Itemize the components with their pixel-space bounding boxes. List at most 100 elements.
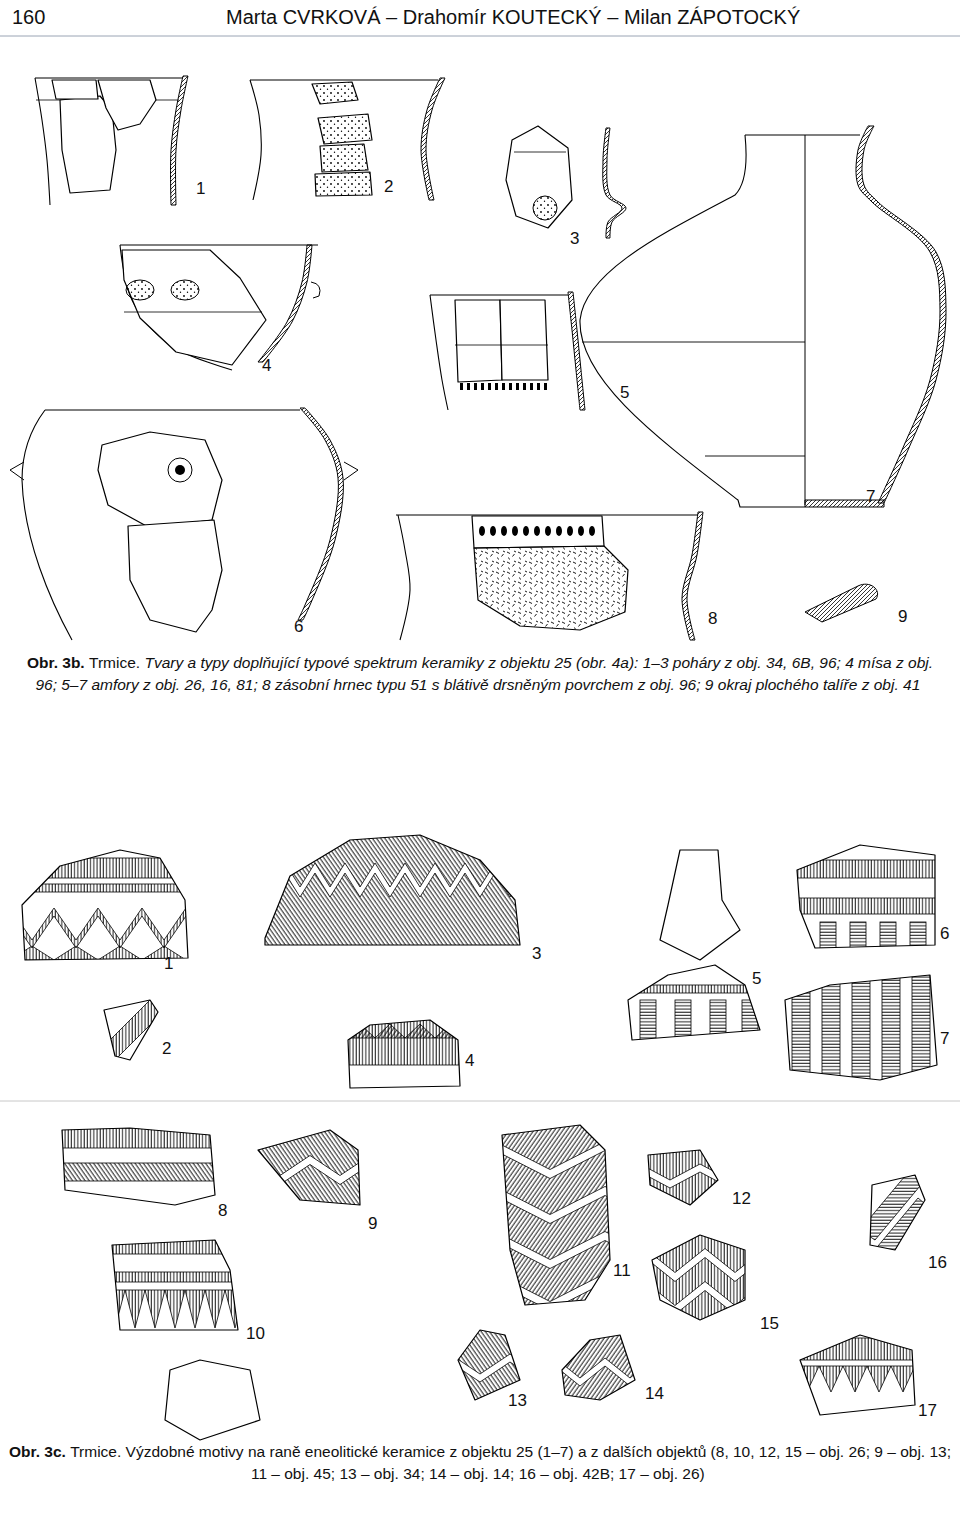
finger-impression <box>534 526 540 536</box>
figure-number: 14 <box>645 1385 664 1404</box>
sherd-outline <box>472 516 604 548</box>
rim-line <box>430 294 568 295</box>
sherd-decoration <box>165 1360 260 1440</box>
stamp-mark <box>537 383 540 390</box>
sherd-outline <box>312 82 358 104</box>
sherd-outline <box>500 300 548 380</box>
sherd-outline <box>562 1335 635 1400</box>
ornament-band <box>852 970 870 1085</box>
ornament-band <box>880 922 896 952</box>
sherd-decoration <box>315 172 372 196</box>
caption-text: Výzdobné motivy na raně eneolitické kera… <box>126 1443 951 1482</box>
sherd-decoration <box>55 1128 220 1205</box>
sherd-outline <box>455 300 502 382</box>
ornament-band <box>0 884 200 892</box>
stamp-mark <box>530 383 533 390</box>
ornament-band <box>55 1128 220 1148</box>
stamp-mark <box>460 383 463 390</box>
wall-section <box>805 584 878 622</box>
sherd-outline <box>315 172 372 196</box>
knob <box>533 196 557 220</box>
stamp-mark <box>544 383 547 390</box>
figure-number: 6 <box>294 618 303 637</box>
finger-impression <box>589 526 595 536</box>
figure-number: 4 <box>465 1052 474 1071</box>
finger-impression <box>512 526 518 536</box>
sherd-outline <box>660 850 740 960</box>
figure-number: 2 <box>162 1040 171 1059</box>
caption-place: Trmice. <box>89 654 140 671</box>
vessel-outline <box>35 78 50 205</box>
ornament-band <box>790 898 940 914</box>
caption-text: Tvary a typy doplňující typové spektrum … <box>35 654 933 693</box>
sherd-outline <box>258 1130 360 1205</box>
sherd-outline <box>458 1330 520 1400</box>
stamp-mark <box>495 383 498 390</box>
sherd-decoration <box>250 830 555 950</box>
figure-caption: Obr. 3c.Trmice.Výzdobné motivy na raně e… <box>6 1441 954 1485</box>
zigzag-ornament <box>645 1282 795 1315</box>
wall-section <box>603 128 626 238</box>
vessel-outline <box>580 135 805 507</box>
rim-line <box>250 79 438 80</box>
figure-number: 15 <box>760 1315 779 1334</box>
sherd-outline <box>98 432 222 528</box>
sherd-outline <box>265 835 520 945</box>
sherd-decoration <box>455 300 502 382</box>
stamp-mark <box>467 383 470 390</box>
sherd-break <box>455 345 548 346</box>
rim-line <box>35 77 183 78</box>
sherd-outline <box>320 144 368 172</box>
sherd-decoration <box>98 432 222 528</box>
sherd-outline <box>112 1240 238 1330</box>
sherd-outline <box>652 1235 745 1320</box>
sherd-outline <box>797 845 935 948</box>
wall-section <box>298 408 343 620</box>
sherd-decoration <box>555 1330 680 1405</box>
sherd-outline <box>502 1125 610 1305</box>
sherd-decoration <box>122 250 266 365</box>
rim-line <box>396 514 698 515</box>
lug <box>10 462 24 480</box>
vessel-outline <box>398 515 410 640</box>
sherd-decoration <box>506 126 572 228</box>
sherd-outline <box>122 250 266 365</box>
stamp-mark <box>481 383 484 390</box>
finger-impression <box>578 526 584 536</box>
ornament-band <box>250 1125 365 1210</box>
sherd-outline <box>22 850 188 960</box>
sherd-break <box>582 342 805 343</box>
knob <box>168 458 192 482</box>
sherd-outline <box>128 520 222 632</box>
page-number: 160 <box>12 6 45 28</box>
figure-caption: Obr. 3b.Trmice.Tvary a typy doplňující t… <box>18 652 942 696</box>
caption-place: Trmice. <box>70 1443 121 1460</box>
header-rule <box>0 36 960 37</box>
sherd-decoration <box>620 965 770 1045</box>
rim-line <box>45 409 300 410</box>
ornament-band <box>792 970 810 1085</box>
vessel-outline <box>250 80 261 200</box>
sherd-decoration <box>645 1230 795 1325</box>
ornament-band <box>742 1000 758 1045</box>
sherd-decoration <box>312 82 358 104</box>
ornament-band <box>105 1238 245 1254</box>
rim-line <box>120 244 318 245</box>
sherd-decoration <box>785 970 937 1085</box>
sherd-decoration <box>474 546 628 630</box>
sherd-decoration <box>790 845 940 952</box>
sherd-outline <box>165 1360 260 1440</box>
stamp-mark <box>474 383 477 390</box>
zigzag-ornament <box>555 1358 680 1386</box>
figure-number: 7 <box>866 488 875 507</box>
figure-number: 1 <box>196 180 205 199</box>
figure-number: 16 <box>928 1254 947 1273</box>
finger-impression <box>523 526 529 536</box>
figure-number: 1 <box>164 955 173 974</box>
figure-number: 11 <box>613 1262 631 1281</box>
ornament-band <box>105 1272 245 1282</box>
finger-impression <box>545 526 551 536</box>
knob <box>126 280 154 300</box>
figure-number: 2 <box>384 178 393 197</box>
